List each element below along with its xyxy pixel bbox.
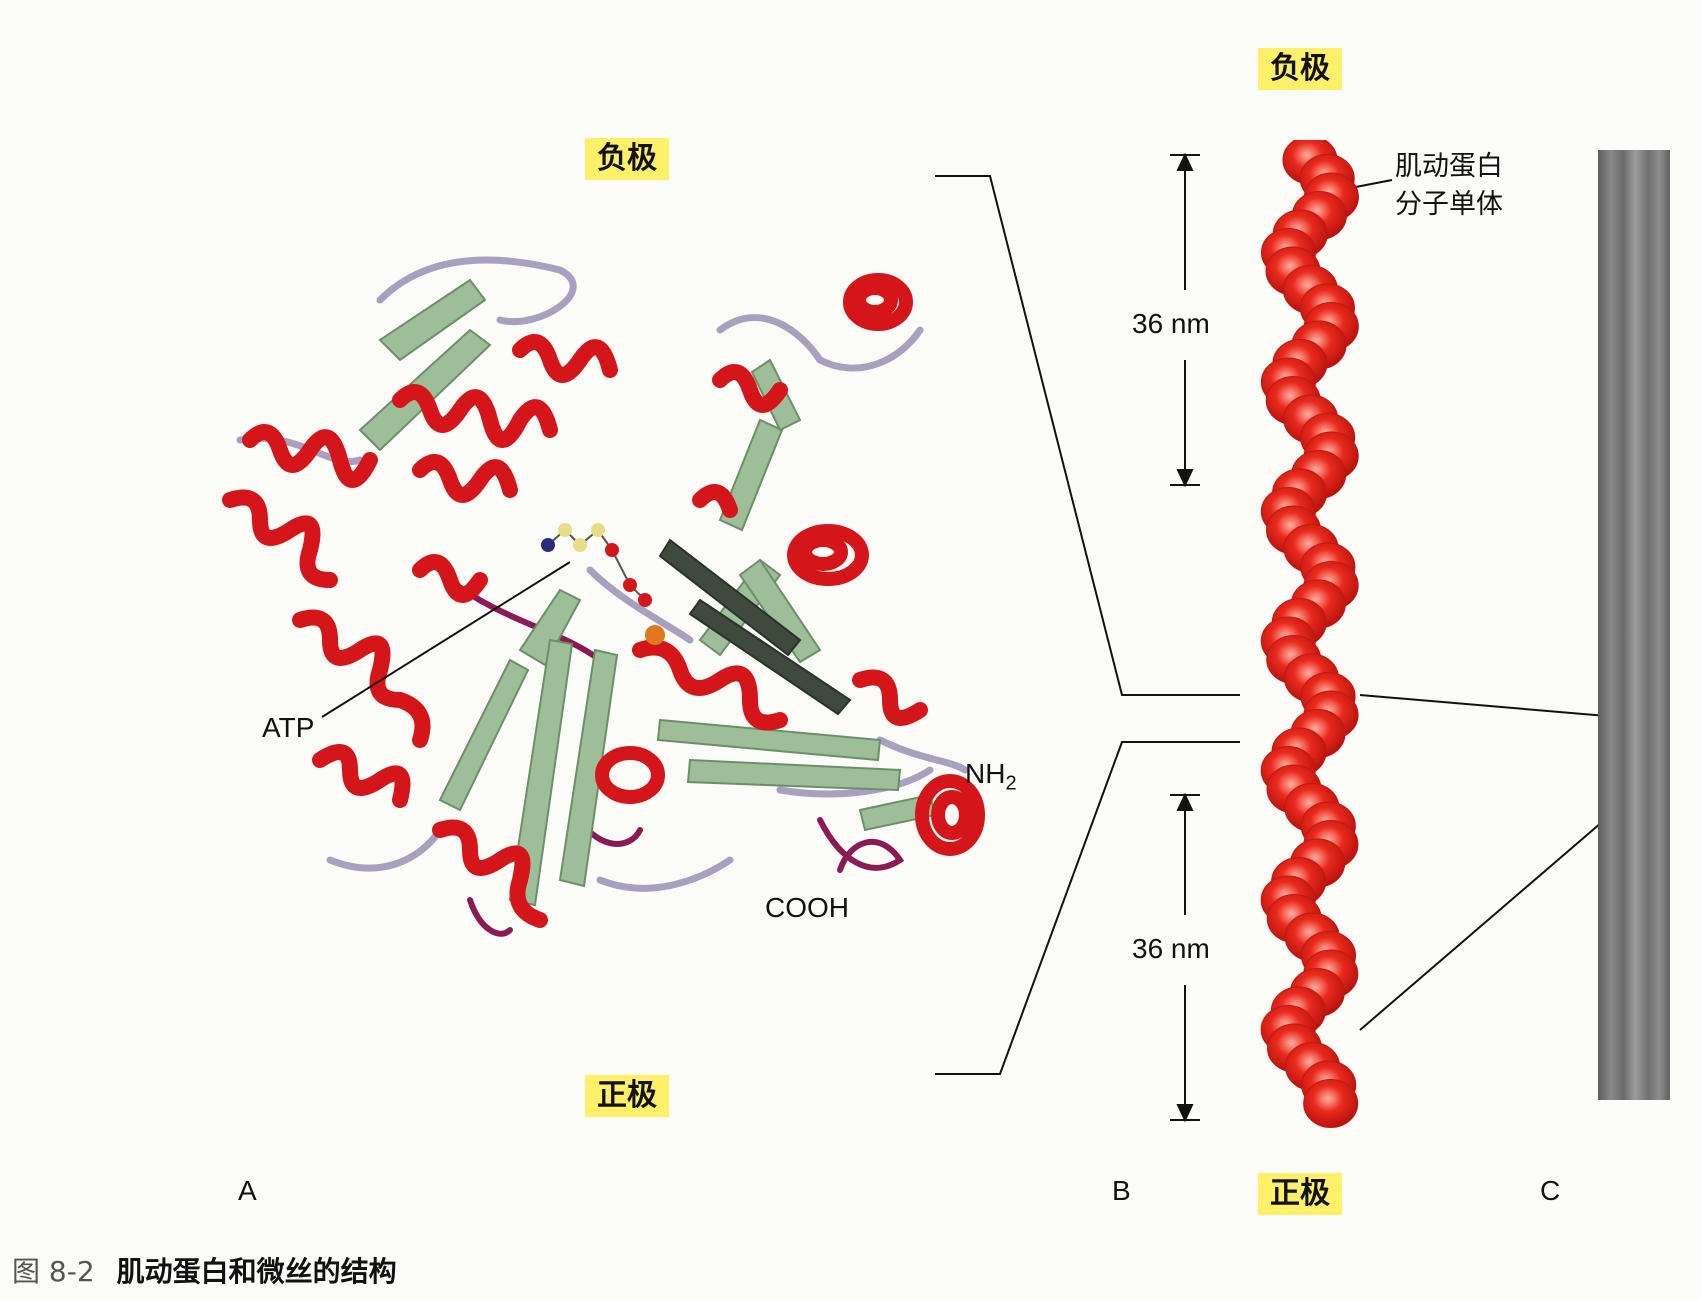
cooh-label: COOH bbox=[765, 892, 849, 923]
panel-label-b: B bbox=[1112, 1175, 1131, 1206]
figure-title: 肌动蛋白和微丝的结构 bbox=[116, 1255, 397, 1288]
minus-end-label-b: 负极 bbox=[1258, 48, 1342, 90]
panel-label-c: C bbox=[1540, 1175, 1561, 1206]
monomer-label-line2: 分子单体 bbox=[1395, 189, 1503, 220]
plus-end-label-b: 正极 bbox=[1258, 1173, 1342, 1215]
distance-lower-label: 36 nm bbox=[1132, 933, 1210, 964]
monomer-label: 肌动蛋白 分子单体 bbox=[1395, 148, 1503, 224]
panel-label-a: A bbox=[238, 1175, 257, 1206]
figure-number: 图 8-2 bbox=[12, 1255, 95, 1288]
figure-caption: 图 8-2 肌动蛋白和微丝的结构 bbox=[12, 1250, 397, 1290]
actin-monomer bbox=[1303, 1079, 1359, 1128]
monomer-label-line1: 肌动蛋白 bbox=[1395, 151, 1503, 182]
nh2-subscript: 2 bbox=[1005, 772, 1017, 795]
nh2-text: NH bbox=[965, 758, 1006, 789]
nh2-label: NH2 bbox=[965, 758, 1017, 796]
distance-upper-label: 36 nm bbox=[1132, 308, 1210, 339]
electron-micrograph bbox=[1598, 150, 1670, 1100]
actin-filament-helix bbox=[1260, 140, 1359, 1128]
plus-end-label-a: 正极 bbox=[585, 1075, 669, 1117]
atp-label: ATP bbox=[262, 712, 315, 743]
minus-end-label-a: 负极 bbox=[585, 138, 669, 180]
